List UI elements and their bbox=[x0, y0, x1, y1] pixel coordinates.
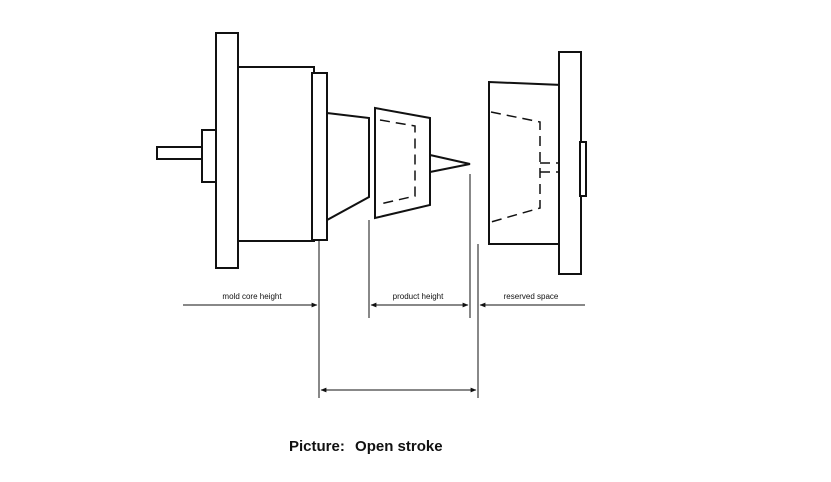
product-outline bbox=[374, 106, 431, 220]
mold-core-height-label: mold core height bbox=[222, 292, 282, 301]
product-height-label: product height bbox=[393, 292, 444, 301]
fixed-mold-assembly bbox=[488, 51, 587, 275]
reserved-space-label: reserved space bbox=[504, 292, 559, 301]
product-inner-dashed bbox=[379, 119, 416, 205]
ejector-shaft bbox=[156, 146, 205, 160]
locating-ring bbox=[579, 141, 587, 197]
moving-platen bbox=[215, 32, 239, 269]
extension-lines bbox=[318, 174, 479, 398]
moving-mold-plate bbox=[311, 72, 328, 241]
product-part bbox=[374, 106, 471, 220]
dimension-lines bbox=[183, 302, 585, 393]
cavity-dashed bbox=[490, 111, 541, 223]
caption-prefix: Picture: bbox=[289, 438, 345, 455]
fixed-platen bbox=[558, 51, 582, 275]
caption-title: Open stroke bbox=[355, 438, 443, 455]
moving-mold-body bbox=[237, 66, 315, 242]
sprue bbox=[429, 153, 471, 174]
diagram-caption: Picture: Open stroke bbox=[289, 438, 443, 455]
mold-core bbox=[326, 111, 370, 222]
moving-mold-assembly bbox=[156, 32, 370, 269]
